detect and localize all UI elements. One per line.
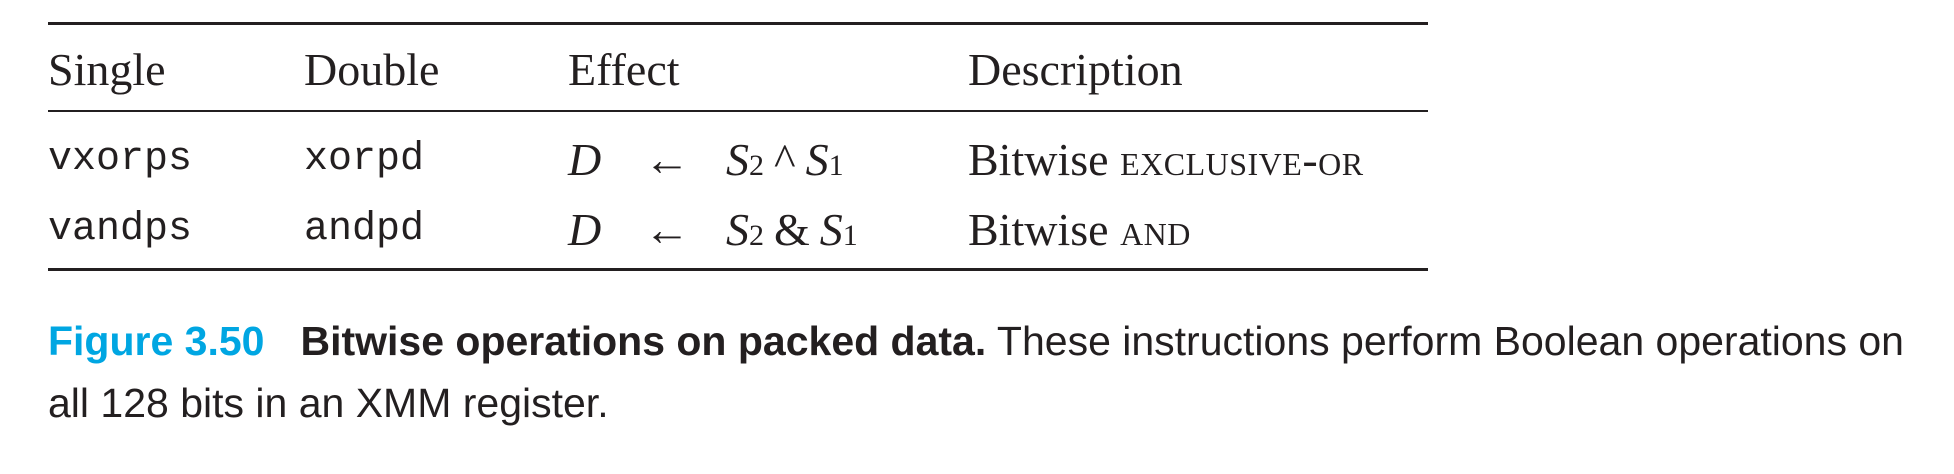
effect-s1: S (805, 134, 829, 185)
table-row-1-description: Bitwise EXCLUSIVE-OR (968, 132, 1364, 188)
figure-label: Figure 3.50 (48, 318, 265, 364)
figure-caption-text: These instructions perform Boolean opera… (48, 318, 1904, 426)
table-row-1-single: vxorps (48, 137, 193, 182)
effect-operator: & (774, 204, 810, 255)
effect-s1-sub: 1 (828, 149, 844, 182)
effect-s1: S (819, 204, 843, 255)
header-single: Single (48, 44, 166, 95)
effect-s1-sub: 1 (842, 219, 858, 252)
effect-operator: ^ (774, 134, 796, 185)
effect-arrow: ← (644, 204, 690, 255)
header-effect: Effect (568, 44, 680, 95)
effect-s2: S (726, 204, 749, 255)
effect-s2-sub: 2 (749, 149, 764, 182)
table-header-rule (48, 110, 1428, 112)
table-row-1-double: xorpd (304, 137, 425, 182)
table-row-2-description: Bitwise AND (968, 202, 1191, 258)
effect-dest: D (568, 204, 602, 255)
effect-s2: S (726, 134, 749, 185)
effect-s2-sub: 2 (749, 219, 764, 252)
description-operation: EXCLUSIVE-OR (1120, 134, 1364, 185)
table-bottom-rule (48, 268, 1428, 271)
description-prefix: Bitwise (968, 204, 1109, 255)
table-row-2-double: andpd (304, 207, 425, 252)
description-prefix: Bitwise (968, 134, 1109, 185)
description-operation: AND (1120, 204, 1191, 255)
figure-title: Bitwise operations on packed data. (300, 318, 987, 364)
table-top-rule (48, 22, 1428, 25)
effect-arrow: ← (644, 134, 690, 185)
effect-dest: D (568, 134, 602, 185)
figure-caption: Figure 3.50 Bitwise operations on packed … (48, 310, 1928, 434)
table-row-2-single: vandps (48, 207, 193, 252)
header-description: Description (968, 44, 1183, 95)
header-double: Double (304, 44, 440, 95)
